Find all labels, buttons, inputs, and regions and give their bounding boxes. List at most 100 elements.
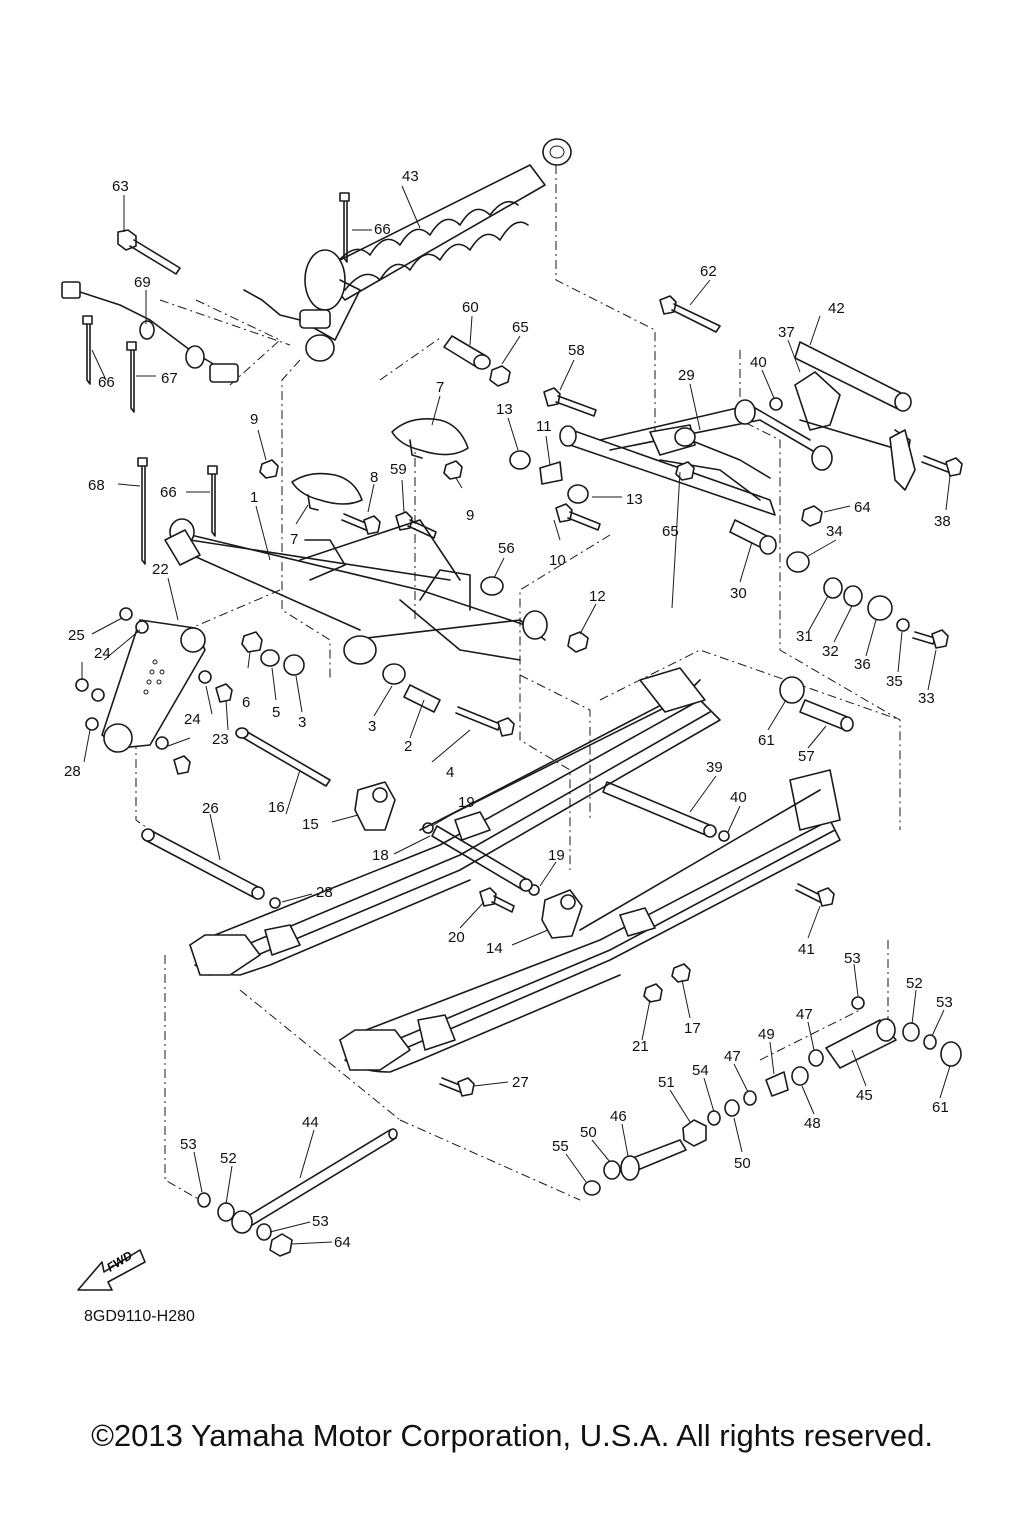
callout-56: 56	[498, 540, 515, 557]
callout-36: 36	[854, 656, 871, 673]
callout-9: 9	[250, 411, 258, 428]
slider-7-left	[291, 472, 363, 511]
callout-8: 8	[370, 469, 378, 486]
fwd-arrow-icon: FWD	[77, 1248, 146, 1291]
callout-50: 50	[734, 1155, 751, 1172]
bolt-41	[795, 883, 835, 907]
wheel-mount-14	[541, 889, 583, 939]
callout-66: 66	[98, 374, 115, 391]
callout-21: 21	[632, 1038, 649, 1055]
shaft-42	[794, 341, 912, 412]
callout-33: 33	[918, 690, 935, 707]
nuts-17-21	[643, 963, 691, 1003]
callout-46: 46	[610, 1108, 627, 1125]
callout-4: 4	[446, 764, 454, 781]
callout-44: 44	[302, 1114, 319, 1131]
callout-57: 57	[798, 748, 815, 765]
callout-66: 66	[374, 221, 391, 238]
callout-59: 59	[390, 461, 407, 478]
leader-lines	[81, 185, 951, 1245]
callout-62: 62	[700, 263, 717, 280]
callout-18: 18	[372, 847, 389, 864]
callout-19: 19	[548, 847, 565, 864]
callout-13: 13	[496, 401, 513, 418]
callout-45: 45	[856, 1087, 873, 1104]
callout-1: 1	[250, 489, 258, 506]
callout-58: 58	[568, 342, 585, 359]
callout-7: 7	[436, 379, 444, 396]
callout-19: 19	[458, 794, 475, 811]
bolt-38	[921, 455, 963, 477]
callout-32: 32	[822, 643, 839, 660]
cable-tie-66-upper	[339, 192, 350, 263]
callout-67: 67	[161, 370, 178, 387]
callout-37: 37	[778, 324, 795, 341]
washers-24-25-28	[75, 607, 233, 775]
cable-tie-66-mid	[207, 465, 218, 537]
collar-56	[480, 576, 504, 596]
nut-9-left	[259, 459, 279, 479]
callout-3: 3	[298, 714, 306, 731]
callout-69: 69	[134, 274, 151, 291]
callout-52: 52	[906, 975, 923, 992]
callout-63: 63	[112, 178, 129, 195]
callout-47: 47	[796, 1006, 813, 1023]
callout-labels: 63 43 66 69 66 67 60 65 58 62 42 37 40 2…	[64, 168, 953, 1251]
callout-26: 26	[202, 800, 219, 817]
front-arm-1	[164, 518, 548, 665]
nut-65-mid	[675, 461, 695, 481]
copyright-notice: ©2013 Yamaha Motor Corporation, U.S.A. A…	[91, 1418, 933, 1453]
callout-41: 41	[798, 941, 815, 958]
callout-49: 49	[758, 1026, 775, 1043]
callout-64: 64	[854, 499, 871, 516]
callout-65: 65	[662, 523, 679, 540]
callout-25: 25	[68, 627, 85, 644]
callout-11: 11	[536, 418, 552, 435]
callout-48: 48	[804, 1115, 821, 1132]
bolt-58	[543, 387, 597, 417]
cable-tie-68	[137, 457, 148, 565]
callout-6: 6	[242, 694, 250, 711]
callout-24: 24	[184, 711, 201, 728]
callout-29: 29	[678, 367, 695, 384]
callout-9: 9	[466, 507, 474, 524]
diagram-code: 8GD9110-H280	[84, 1308, 195, 1325]
callout-38: 38	[934, 513, 951, 530]
shaft-16	[235, 727, 331, 787]
bushings-31-36-35-33	[823, 577, 949, 649]
callout-34: 34	[826, 523, 843, 540]
callout-61: 61	[758, 732, 775, 749]
rear-arm-29	[559, 399, 833, 555]
callout-39: 39	[706, 759, 723, 776]
cable-tie-66-left	[82, 315, 93, 385]
callout-14: 14	[486, 940, 503, 957]
callout-50: 50	[580, 1124, 597, 1141]
callout-15: 15	[302, 816, 319, 833]
callout-16: 16	[268, 799, 285, 816]
callout-35: 35	[886, 673, 903, 690]
bolt-63	[117, 229, 181, 275]
shaft-26	[141, 828, 265, 900]
slide-rail-frame-left	[419, 667, 706, 841]
bolt-62	[659, 295, 721, 333]
bolt-20	[479, 887, 515, 913]
callout-40: 40	[730, 789, 747, 806]
nut-9-right	[443, 460, 463, 480]
callout-43: 43	[402, 168, 419, 185]
callout-40: 40	[750, 354, 767, 371]
link-plate-22	[101, 619, 206, 753]
bracket-37	[794, 371, 916, 491]
callout-68: 68	[88, 477, 105, 494]
adjuster-parts-45-55	[583, 996, 962, 1196]
callout-54: 54	[692, 1062, 709, 1079]
collar-34	[786, 551, 810, 573]
callout-53: 53	[180, 1136, 197, 1153]
callout-53: 53	[936, 994, 953, 1011]
callout-65: 65	[512, 319, 529, 336]
callout-53: 53	[312, 1213, 329, 1230]
callout-24: 24	[94, 645, 111, 662]
callout-51: 51	[658, 1074, 675, 1091]
shaft-57	[799, 699, 854, 732]
callout-22: 22	[152, 561, 169, 578]
bolt-8	[341, 513, 381, 535]
